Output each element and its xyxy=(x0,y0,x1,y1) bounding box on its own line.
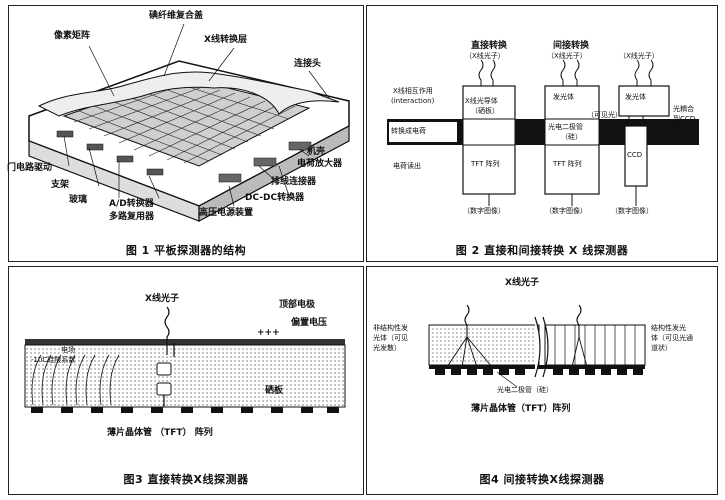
label-charge-amp-2: 电荷放大器 xyxy=(297,159,343,169)
label-xphoton-2: （X线光子） xyxy=(547,52,587,60)
label-field-2: -10C硅酸系数 xyxy=(31,356,76,364)
label-xphoton-1: （X线光子） xyxy=(465,52,505,60)
label-support: 支架 xyxy=(51,180,70,190)
flat-panel-structure-drawing xyxy=(28,23,350,222)
label-indirect-title: 间接转换 xyxy=(553,41,590,51)
tft-pads xyxy=(31,407,339,413)
indirect-detector-drawing xyxy=(428,304,646,388)
label-photodiode: 光电二极管（硅） xyxy=(497,386,553,394)
fig3-panel: X线光子 顶部电极 偏置电压 +++ 电场 -10C硅酸系数 硒板 薄片晶体管 … xyxy=(8,266,364,495)
label-tft-2: TFT 阵列 xyxy=(553,160,582,168)
label-top-layer: 碘纤维复合盖 xyxy=(149,11,204,21)
fig1-caption: 图 1 平板探测器的结构 xyxy=(125,244,247,257)
label-struct-1: 结构性发光 xyxy=(651,324,686,332)
fig2-caption: 图 2 直接和间接转换 X 线探测器 xyxy=(455,244,629,257)
label-struct-3: 道状） xyxy=(651,344,672,352)
label-interaction-2: (interaction) xyxy=(391,97,435,105)
label-xphoton: X线光子 xyxy=(145,294,179,304)
label-dcdc: DC-DC转换器 xyxy=(245,193,305,203)
label-bias-voltage: 偏置电压 xyxy=(291,318,328,328)
label-charge-readout: 电荷读出 xyxy=(393,162,421,170)
label-scan-connector: 排线连接器 xyxy=(271,177,317,187)
cover-layer xyxy=(37,71,340,117)
fig4-panel: X线光子 非结构性发 光体（可见 光发散） 结构性发光 体（可见光通 道状） 光… xyxy=(366,266,718,495)
label-interaction-1: X线相互作用 xyxy=(393,87,433,95)
non-structured-scintillator xyxy=(428,324,540,366)
label-tft: 薄片晶体管（TFT）阵列 xyxy=(471,404,571,414)
label-selenium: 硒板 xyxy=(265,386,284,396)
label-digital-2: （数字图像） xyxy=(545,207,587,215)
label-tft-1: TFT 阵列 xyxy=(471,160,500,168)
label-gate-drive: 门电路驱动 xyxy=(7,163,53,173)
label-xphoton: X线光子 xyxy=(505,278,539,288)
label-ccd: CCD xyxy=(627,151,643,159)
label-charge-amp-1: 机壳 xyxy=(307,147,326,157)
label-ad-converter: A/D转换器 xyxy=(109,199,154,209)
label-nonstruct-2: 光体（可见 xyxy=(373,334,408,342)
label-struct-2: 体（可见光通 xyxy=(651,334,693,342)
label-direct-title: 直接转换 xyxy=(471,41,508,51)
fig2-panel: 直接转换 间接转换 （X线光子） （X线光子） （X线光子） X线相互作用 (i… xyxy=(366,5,718,262)
label-pixel-matrix: 像素矩阵 xyxy=(54,31,91,41)
label-lens-2: 到CCD xyxy=(673,115,696,123)
direct-detector-drawing xyxy=(24,306,346,413)
gate-drive-chips xyxy=(56,130,164,176)
label-multiplexer: 多路复用器 xyxy=(109,212,155,222)
label-connector: 连接头 xyxy=(294,59,322,69)
label-nonstruct-3: 光发散） xyxy=(373,344,401,352)
label-scintillator-1: 发光体 xyxy=(553,93,574,101)
selenium-layer xyxy=(24,344,346,408)
label-hv-device: 高压电源装置 xyxy=(199,208,254,218)
label-x-conversion: X线转换层 xyxy=(204,35,247,45)
readout-chips xyxy=(218,141,312,183)
label-field-1: 电场 xyxy=(61,346,75,354)
label-glass: 玻璃 xyxy=(69,195,88,205)
ccd-column xyxy=(618,85,670,117)
label-digital-3: （数字图像） xyxy=(611,207,653,215)
label-visible-1: （可见光） xyxy=(587,111,622,119)
label-top-electrode: 顶部电极 xyxy=(279,300,316,310)
direct-indirect-drawing xyxy=(387,59,699,206)
label-digital-1: （数字图像） xyxy=(463,207,505,215)
label-plus: +++ xyxy=(257,328,280,338)
label-photoconductor-1: X线光导体 xyxy=(465,97,498,105)
photodiode-pads xyxy=(435,369,643,375)
label-xphoton-3: （X线光子） xyxy=(619,52,659,60)
label-nonstruct-1: 非结构性发 xyxy=(373,324,408,332)
fig4-caption: 图4 间接转换X线探测器 xyxy=(479,473,605,486)
fig3-caption: 图3 直接转换X线探测器 xyxy=(123,473,249,486)
label-convert-signal: 转换成电荷 xyxy=(391,127,426,135)
label-photoconductor-2: （硒板） xyxy=(471,107,499,115)
label-photodiode-2: （硅） xyxy=(561,133,582,141)
label-lens-1: 光耦合 xyxy=(673,105,694,113)
label-tft: 薄片晶体管 （TFT） 阵列 xyxy=(107,428,213,438)
label-photodiode-1: 光电二极管 xyxy=(548,123,583,131)
fig1-panel: 碘纤维复合盖 像素矩阵 X线转换层 连接头 门电路驱动 支架 玻璃 A/D转换器… xyxy=(7,5,364,262)
label-scintillator-2: 发光体 xyxy=(625,93,646,101)
